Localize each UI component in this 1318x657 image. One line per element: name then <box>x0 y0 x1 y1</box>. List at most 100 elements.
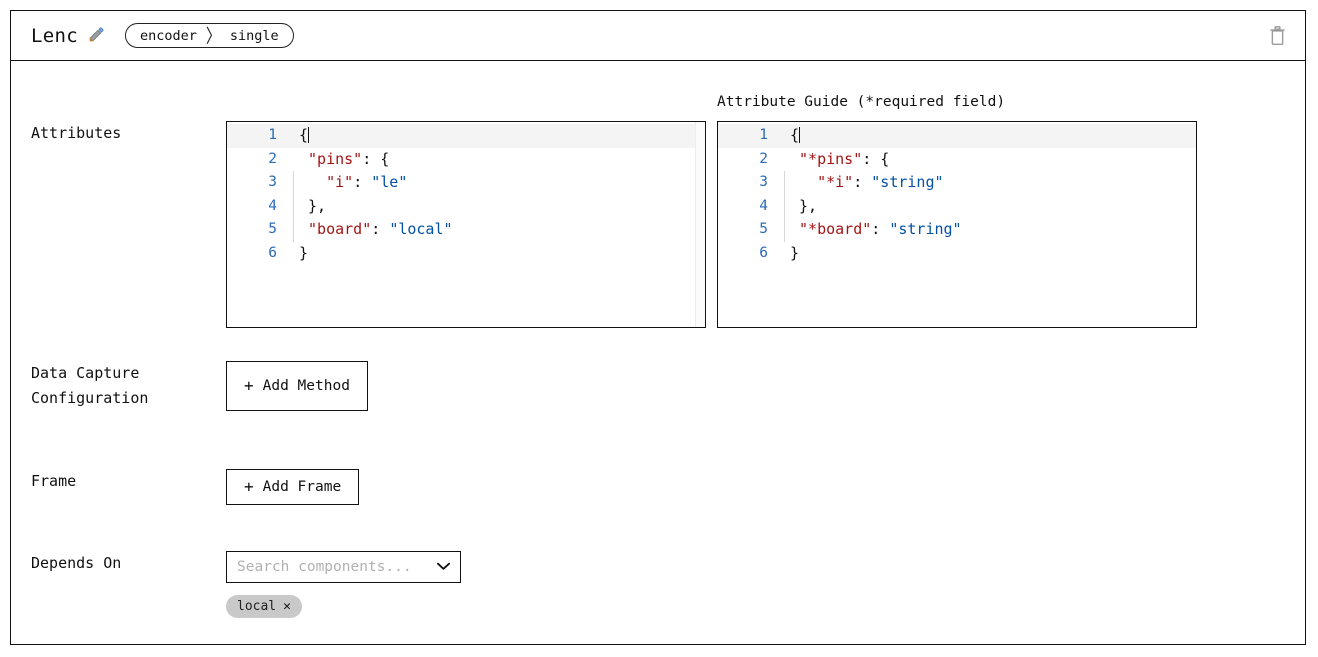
json-token-punc <box>299 150 308 168</box>
plus-icon: + <box>244 477 254 496</box>
attributes-label: Attributes <box>31 124 122 142</box>
indent-guide <box>784 171 785 195</box>
code-line: 2 "*pins": { <box>718 148 1196 172</box>
line-number: 4 <box>268 197 277 214</box>
code-text: }, <box>289 194 327 218</box>
attribute-guide-editor: 1{2 "*pins": {3 "*i": "string"4 },5 "*bo… <box>717 121 1197 328</box>
json-token-punc: : <box>871 220 890 238</box>
json-token-punc <box>790 150 799 168</box>
breadcrumb-parent[interactable]: encoder <box>139 27 197 44</box>
attribute-guide-wrap: Attribute Guide (*required field) 1{2 "*… <box>717 94 1197 328</box>
indent-guide <box>784 218 785 242</box>
breadcrumb-separator-icon: 〉 <box>205 24 221 48</box>
attributes-editor-wrap: 1{2 "pins": {3 "i": "le"4 },5 "board": "… <box>226 121 706 328</box>
close-icon[interactable]: ✕ <box>283 599 291 614</box>
json-token-key: "*i" <box>817 173 854 191</box>
row-data-capture-configuration: Data Capture Configuration + Add Method <box>11 361 1305 411</box>
attribute-guide-caption: Attribute Guide (*required field) <box>717 94 1006 110</box>
dependency-chip: local ✕ <box>226 595 302 618</box>
attributes-code-area[interactable]: 1{2 "pins": {3 "i": "le"4 },5 "board": "… <box>227 122 705 265</box>
json-token-str: "le" <box>371 173 408 191</box>
indent-guide <box>293 218 294 242</box>
editors-group: 1{2 "pins": {3 "i": "le"4 },5 "board": "… <box>226 94 1197 328</box>
code-text: } <box>289 242 308 266</box>
component-editor-card: Lenc encoder 〉 single <box>10 10 1306 645</box>
breadcrumb-current[interactable]: single <box>229 27 279 44</box>
json-token-str: "string" <box>871 173 944 191</box>
json-token-key: "pins" <box>308 149 363 168</box>
json-token-punc: { <box>790 126 800 144</box>
json-token-punc <box>790 220 799 238</box>
json-token-punc: } <box>299 243 309 262</box>
code-line: 4 }, <box>718 194 1196 218</box>
code-text: }, <box>780 194 817 218</box>
line-number: 6 <box>268 244 277 261</box>
json-token-punc: }, <box>299 196 327 215</box>
json-token-key: "board" <box>308 220 372 238</box>
indent-guide <box>293 194 294 218</box>
dependency-chip-list: local ✕ <box>226 595 461 618</box>
page-title: Lenc <box>31 24 78 47</box>
code-text: "*i": "string" <box>780 171 944 195</box>
indent-guide <box>293 171 294 195</box>
delete-button[interactable] <box>1268 25 1287 46</box>
add-method-label: Add Method <box>262 377 350 394</box>
pencil-icon[interactable] <box>88 26 105 46</box>
component-search-placeholder: Search components... <box>237 559 412 575</box>
code-text: { <box>289 124 310 148</box>
data-capture-label: Data Capture Configuration <box>31 364 149 407</box>
json-token-punc: : <box>353 173 372 191</box>
trash-icon <box>1268 25 1287 50</box>
code-line: 5 "*board": "string" <box>718 218 1196 242</box>
json-token-key: "*board" <box>799 220 872 238</box>
code-line: 6} <box>227 242 705 266</box>
add-frame-label: Add Frame <box>262 478 342 495</box>
add-method-button[interactable]: + Add Method <box>226 361 368 411</box>
line-number: 1 <box>759 127 768 143</box>
attribute-guide-code-area: 1{2 "*pins": {3 "*i": "string"4 },5 "*bo… <box>718 122 1196 265</box>
add-frame-button[interactable]: + Add Frame <box>226 469 360 505</box>
json-token-punc: : <box>853 173 872 191</box>
card-header: Lenc encoder 〉 single <box>11 11 1305 61</box>
code-text: { <box>780 124 801 148</box>
code-text: "pins": { <box>289 148 389 172</box>
line-number: 5 <box>759 221 768 237</box>
code-line: 3 "*i": "string" <box>718 171 1196 195</box>
line-number: 5 <box>268 221 277 237</box>
json-token-str: "local" <box>389 220 453 238</box>
line-number: 2 <box>759 150 768 167</box>
json-token-str: "string" <box>889 220 962 238</box>
component-search-select[interactable]: Search components... <box>226 551 461 583</box>
code-text: } <box>780 242 799 266</box>
row-depends-on: Depends On Search components... local ✕ <box>11 551 1305 618</box>
line-number: 3 <box>268 174 277 190</box>
dependency-chip-label: local <box>237 599 277 614</box>
row-frame: Frame + Add Frame <box>11 469 1305 505</box>
line-number: 4 <box>759 197 768 214</box>
code-line: 5 "board": "local" <box>227 218 705 242</box>
chevron-down-icon <box>437 561 450 573</box>
json-token-punc: : { <box>862 149 890 168</box>
code-text: "i": "le" <box>289 171 407 195</box>
json-token-punc <box>299 220 308 238</box>
attributes-json-editor[interactable]: 1{2 "pins": {3 "i": "le"4 },5 "board": "… <box>226 121 706 328</box>
json-token-punc: : { <box>362 149 390 168</box>
code-line: 2 "pins": { <box>227 148 705 172</box>
line-number: 6 <box>759 244 768 261</box>
json-token-punc: } <box>790 243 800 262</box>
code-text: "*board": "string" <box>780 218 962 242</box>
json-token-punc <box>299 173 326 191</box>
text-caret <box>799 127 801 143</box>
json-token-punc <box>790 173 817 191</box>
row-attributes: Attributes 1{2 "pins": {3 "i": "le"4 },5… <box>11 94 1305 328</box>
code-text: "*pins": { <box>780 148 889 172</box>
code-line: 1{ <box>227 124 705 148</box>
depends-on-label: Depends On <box>31 554 122 572</box>
json-token-punc: : <box>371 220 390 238</box>
json-token-punc: { <box>299 126 309 144</box>
depends-on-controls: Search components... local ✕ <box>226 551 461 618</box>
code-line: 1{ <box>718 124 1196 148</box>
code-line: 3 "i": "le" <box>227 171 705 195</box>
plus-icon: + <box>244 376 254 395</box>
attributes-editor-scrollbar[interactable] <box>695 122 705 327</box>
